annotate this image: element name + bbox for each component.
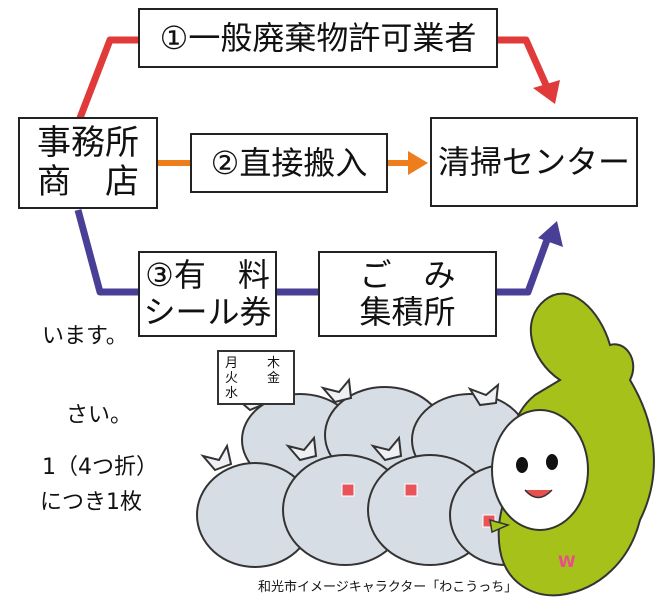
side-text-1: います。: [42, 324, 128, 349]
route3-arrowhead: [538, 221, 563, 247]
route3-box: ③有 料 シール券: [138, 251, 277, 337]
mascot-wakoucchi: [489, 292, 655, 597]
route2-arrowhead: [408, 151, 428, 175]
sign-day-tue: 火: [225, 371, 239, 386]
bag-knots: [200, 377, 500, 472]
sign-day-thu: 木: [267, 356, 281, 371]
mascot-letter: W: [558, 552, 576, 571]
collection-point-box: ご み 集積所: [318, 251, 497, 337]
destination-box: 清掃センター: [430, 117, 638, 207]
sticker-icons: [341, 483, 496, 528]
source-box: 事務所 商 店: [18, 117, 158, 209]
route2-box: ②直接搬入: [190, 133, 388, 193]
collection-day-sign: 月 火 水 木 金: [217, 350, 295, 405]
sign-day-fri: 金: [267, 371, 281, 386]
route1-label: ①一般廃棄物許可業者: [159, 18, 477, 57]
route3-label: ③有 料 シール券: [143, 256, 272, 331]
sign-day-wed: 水: [225, 386, 239, 401]
mascot-caption: 和光市イメージキャラクター「わこうっち」: [258, 580, 518, 595]
route3-arrow-line: [74, 209, 551, 296]
route1-arrow-line: [76, 36, 550, 120]
route1-arrowhead: [533, 80, 560, 104]
collection-point-label: ご み 集積所: [359, 256, 456, 331]
sign-day-mon: 月: [225, 356, 239, 371]
side-text-3: 1（4つ折）: [42, 455, 158, 480]
side-text-4: につき1枚: [40, 490, 142, 515]
side-text-2: さい。: [66, 403, 133, 428]
route1-box: ①一般廃棄物許可業者: [138, 8, 498, 68]
source-box-label: 事務所 商 店: [37, 122, 139, 202]
destination-label: 清掃センター: [437, 142, 630, 181]
route2-label: ②直接搬入: [210, 143, 368, 182]
